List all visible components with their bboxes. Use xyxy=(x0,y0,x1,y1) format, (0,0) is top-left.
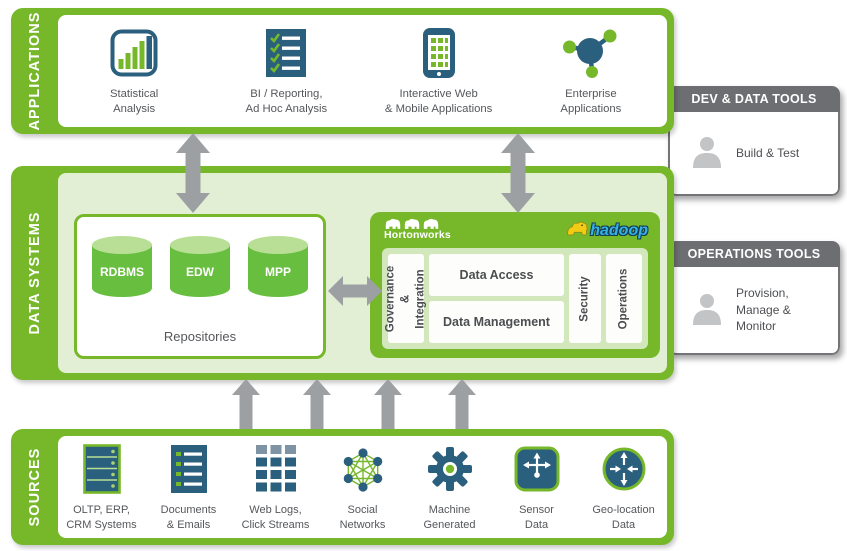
app-item-bi-reporting: BI / Reporting, Ad Hoc Analysis xyxy=(210,26,362,117)
hadoop-cell-data-access: Data Access xyxy=(429,254,564,296)
hadoop-cell-security: Security xyxy=(569,254,601,343)
repositories-box: RDBMS EDW MPP xyxy=(74,214,326,359)
hortonworks-elephants-icon xyxy=(384,217,474,230)
applications-band-label: APPLICATIONS xyxy=(26,11,43,131)
source-item-sensor: Sensor Data xyxy=(493,442,580,532)
bar-chart-icon xyxy=(58,26,210,80)
dev-tools-label: Build & Test xyxy=(736,145,800,160)
arrow-apps-datasystems-left xyxy=(176,133,210,213)
hadoop-cell-operations: Operations xyxy=(606,254,642,343)
arrow-sources-datasystems-2 xyxy=(303,379,331,429)
hadoop-panel: Governance & Integration Data Access Dat… xyxy=(382,248,648,349)
arrow-apps-datasystems-right xyxy=(501,133,535,213)
app-item-enterprise: Enterprise Applications xyxy=(515,26,667,117)
data-systems-section: DATA SYSTEMS RDBMS xyxy=(11,166,674,380)
arrow-sources-datasystems-1 xyxy=(232,379,260,429)
cylinder-edw: EDW xyxy=(168,235,232,299)
source-item-geolocation: Geo-location Data xyxy=(580,442,667,532)
geo-converge-icon xyxy=(580,442,667,496)
hadoop-wordmark: hadoop xyxy=(590,222,648,239)
hortonworks-logo: Hortonworks xyxy=(384,217,474,241)
arrow-sources-datasystems-4 xyxy=(448,379,476,429)
hortonworks-wordmark: Hortonworks xyxy=(384,229,451,241)
source-item-machine: Machine Generated xyxy=(406,442,493,532)
hadoop-platform-box: Hortonworks hadoop Governance & Integrat… xyxy=(370,212,660,358)
source-item-social: Social Networks xyxy=(319,442,406,532)
grid-blocks-icon xyxy=(232,442,319,496)
cylinder-rdbms: RDBMS xyxy=(90,235,154,299)
sources-band-label: SOURCES xyxy=(26,447,43,527)
dev-data-tools-title: DEV & DATA TOOLS xyxy=(668,86,840,112)
hadoop-cell-data-management: Data Management xyxy=(429,301,564,343)
gear-icon xyxy=(406,442,493,496)
server-rack-icon xyxy=(58,442,145,496)
arrow-sources-datasystems-3 xyxy=(374,379,402,429)
person-icon xyxy=(690,134,724,173)
hadoop-logo: hadoop xyxy=(566,220,648,242)
social-graph-icon xyxy=(319,442,406,496)
operations-tools-box: OPERATIONS TOOLS Provision, Manage & Mon… xyxy=(668,241,840,355)
sensor-branch-icon xyxy=(493,442,580,496)
ops-tools-label: Provision, Manage & Monitor xyxy=(736,285,791,334)
operations-tools-title: OPERATIONS TOOLS xyxy=(668,241,840,267)
checklist-report-icon xyxy=(210,26,362,80)
sources-section: SOURCES OLTP, ERP, CRM Systems xyxy=(11,429,674,545)
arrow-repositories-hadoop xyxy=(328,276,382,306)
mobile-phone-icon xyxy=(363,26,515,80)
person-icon xyxy=(690,291,724,330)
document-list-icon xyxy=(145,442,232,496)
source-item-weblogs: Web Logs, Click Streams xyxy=(232,442,319,532)
hadoop-elephant-icon xyxy=(566,220,589,242)
applications-section: APPLICATIONS Statistical A xyxy=(11,8,674,134)
source-item-documents: Documents & Emails xyxy=(145,442,232,532)
app-item-statistical-analysis: Statistical Analysis xyxy=(58,26,210,117)
repositories-caption: Repositories xyxy=(163,329,237,344)
dev-data-tools-box: DEV & DATA TOOLS Build & Test xyxy=(668,86,840,196)
network-node-icon xyxy=(515,26,667,80)
hadoop-cell-governance: Governance & Integration xyxy=(385,254,426,343)
app-item-interactive-web: Interactive Web & Mobile Applications xyxy=(363,26,515,117)
data-systems-band-label: DATA SYSTEMS xyxy=(26,211,43,335)
cylinder-mpp: MPP xyxy=(246,235,310,299)
source-item-oltp: OLTP, ERP, CRM Systems xyxy=(58,442,145,532)
